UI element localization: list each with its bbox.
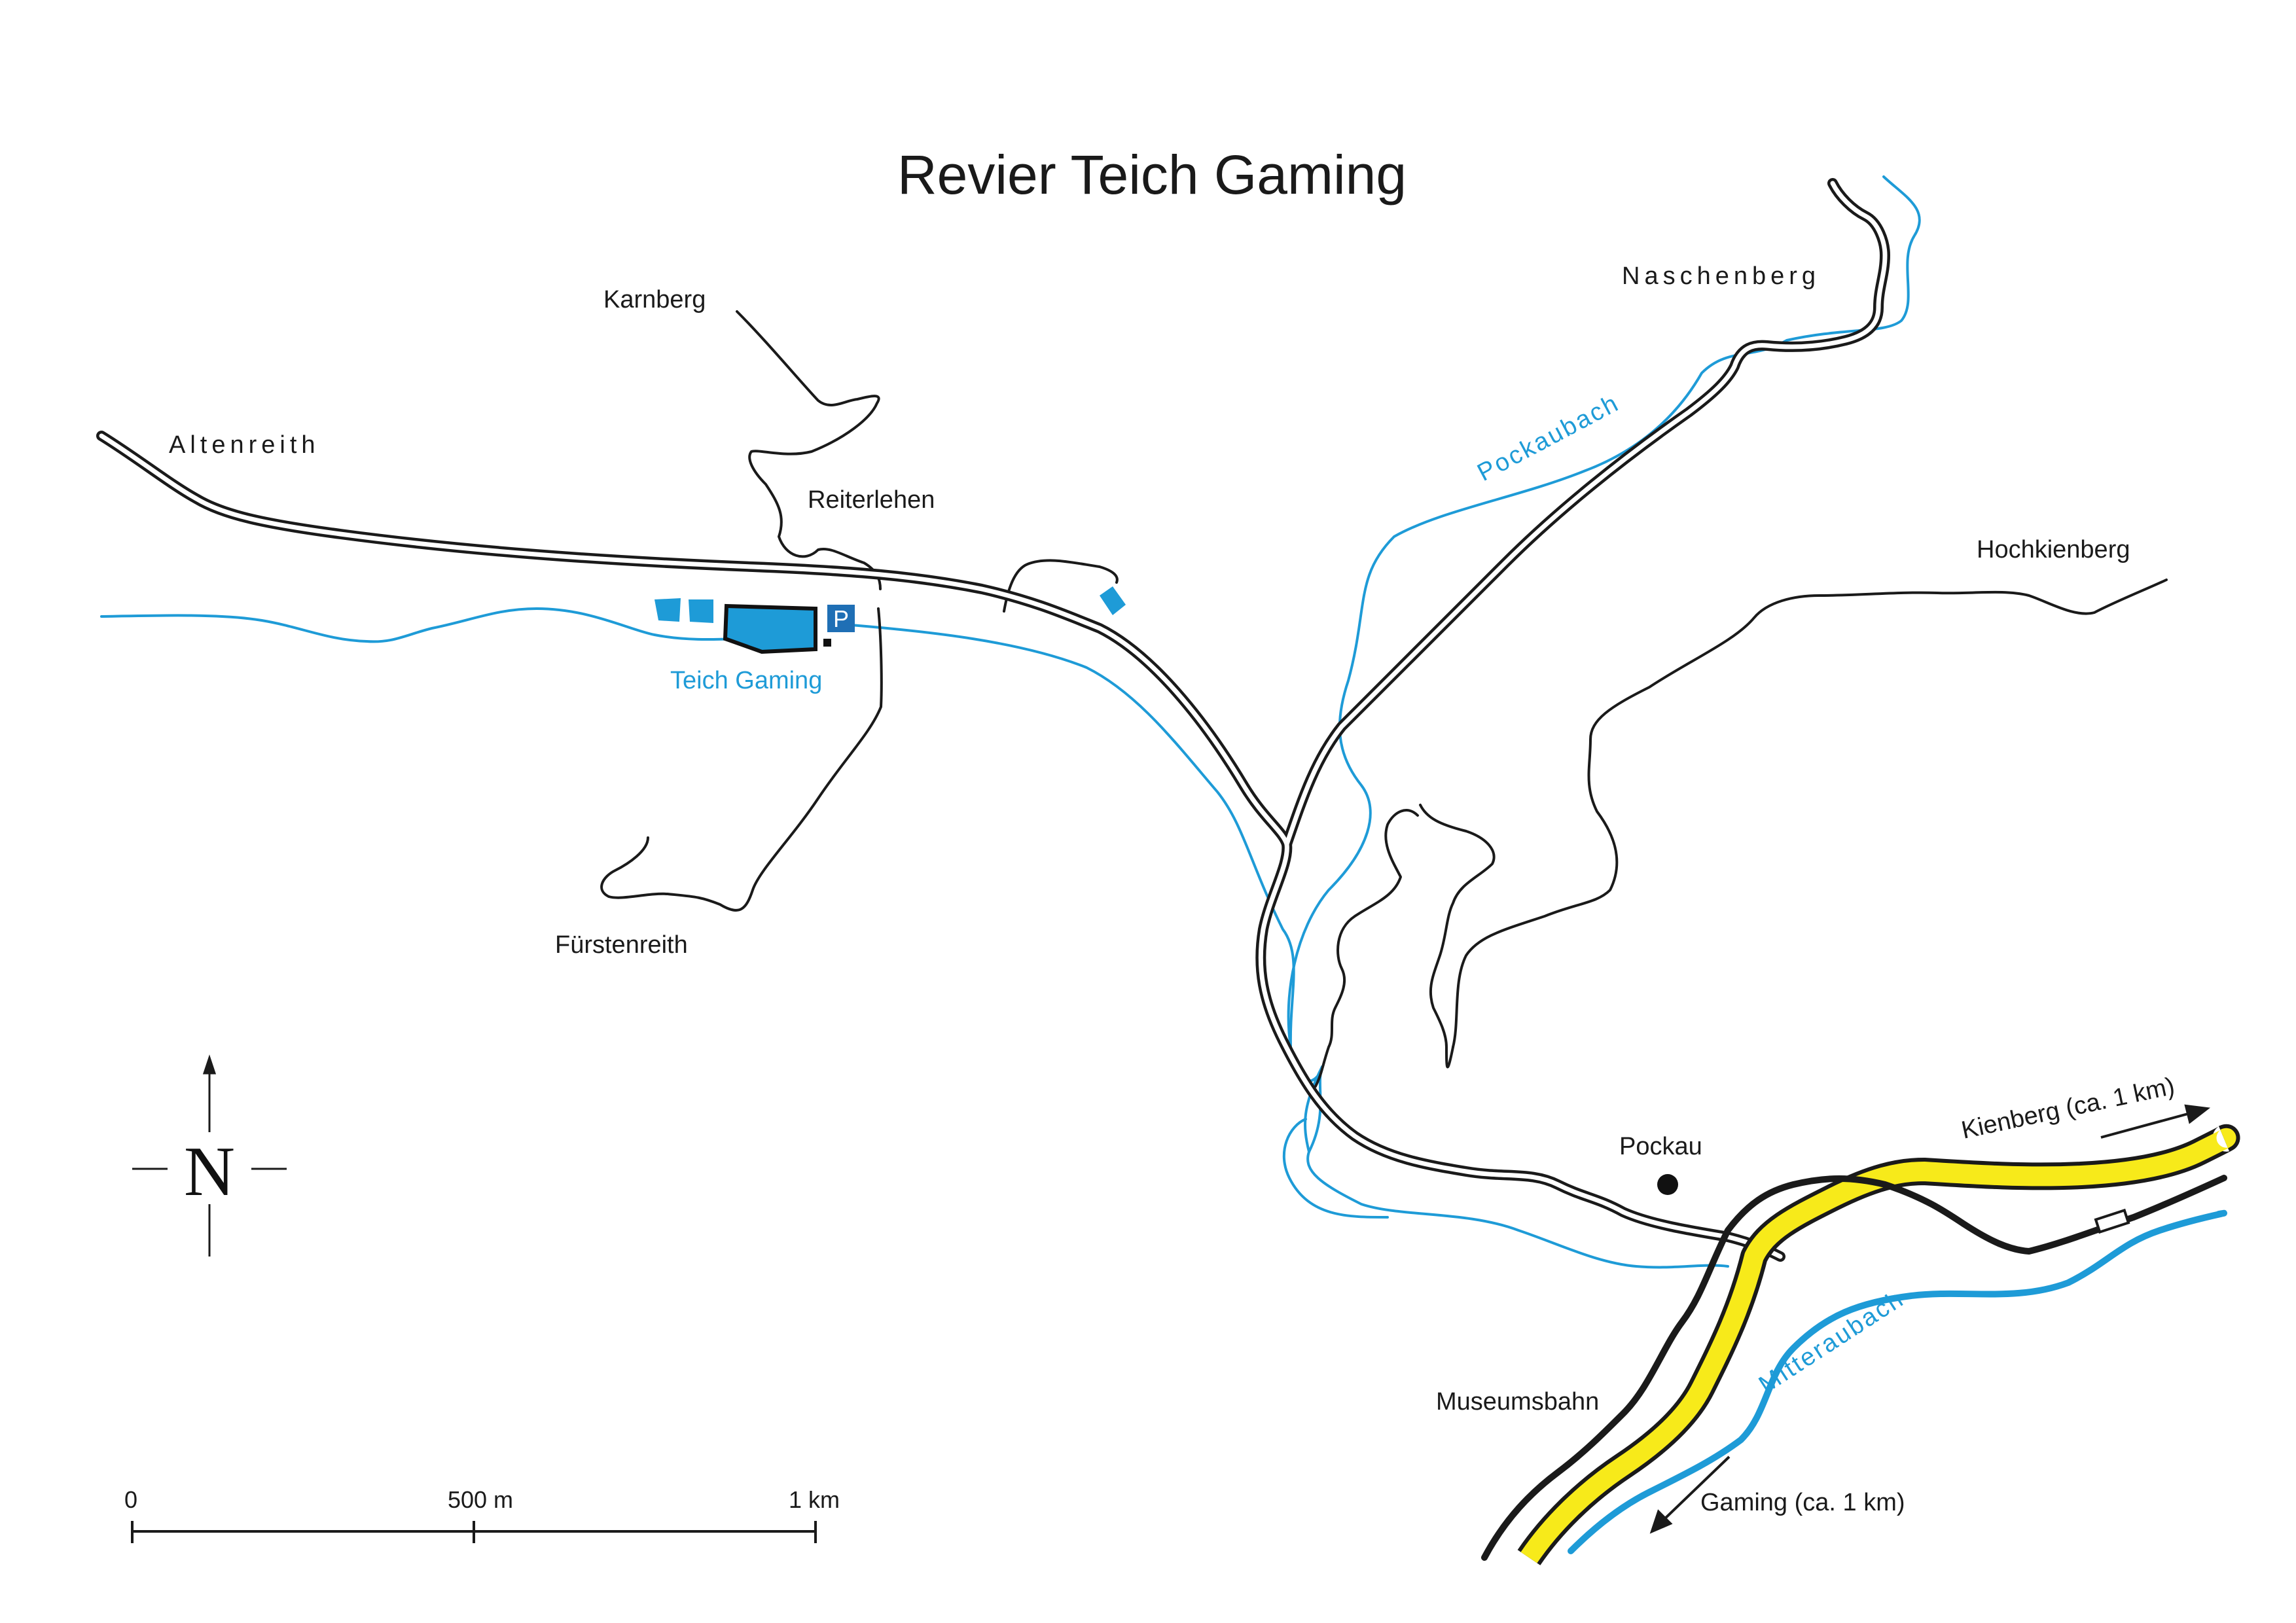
road-north [1284,181,1888,847]
gaming-arrowhead-icon [1649,1509,1673,1534]
scale-label-end: 1 km [789,1486,840,1513]
road-main-west-casing [96,431,1785,1262]
contour-hochkienberg [1452,579,2168,1048]
north-compass [132,1054,287,1257]
gaming-arrow-icon [1661,1455,1731,1522]
north-arrowhead-icon [202,1054,217,1075]
scale-label-start: 0 [124,1486,137,1513]
label-reiterlehen: Reiterlehen [808,486,935,514]
label-hochkienberg: Hochkienberg [1977,536,2130,563]
pond-small-1-icon [655,598,681,622]
teich-gaming-ponds [655,586,1126,654]
kienberg-arrowhead-icon [2184,1104,2211,1124]
building-icon [823,639,831,647]
pond-small-2-icon [689,599,713,623]
contour-spur [1419,804,1496,1069]
label-naschenberg: Naschenberg [1622,262,1820,290]
scale-label-mid: 500 m [448,1486,513,1513]
label-kienberg-direction: Kienberg (ca. 1 km) [1959,1073,2177,1145]
label-museumsbahn: Museumsbahn [1436,1388,1599,1416]
label-altenreith: Altenreith [169,431,320,459]
compass-north-letter: N [184,1133,235,1211]
label-teich-gaming: Teich Gaming [670,667,822,694]
pockaubach-upper [1287,175,1921,1048]
road-main-west [99,433,1783,1259]
pond-east-icon [1100,586,1126,615]
label-fuerstenreith: Fürstenreith [555,931,688,959]
parking-label: P [833,605,849,632]
kienberg-arrow-icon [2100,1111,2193,1139]
label-mitteraubach: Mitteraubach [1754,1285,1909,1399]
main-road [1520,1128,2236,1563]
map-title: Revier Teich Gaming [897,144,1407,205]
parking-icon: P [827,605,855,632]
stream-west [100,607,767,643]
label-gaming-direction: Gaming (ca. 1 km) [1700,1489,1905,1516]
stream-loop [1282,1118,1389,1219]
scale-bar [131,1521,817,1543]
path-east-pond [1003,559,1119,613]
pockaubach-stream [850,624,1729,1269]
label-pockau: Pockau [1619,1133,1702,1160]
railway-station-icon [2094,1208,2130,1234]
label-karnberg: Karnberg [603,286,706,313]
pockau-dot-icon [1657,1174,1678,1195]
museumsbahn-railway [1481,1175,2227,1561]
pond-main-icon [723,603,817,654]
path-fuerstenreith [600,607,883,912]
path-karnberg [736,310,882,590]
mitteraubach-river [1568,1209,2227,1554]
contour-middle [1314,809,1419,1088]
